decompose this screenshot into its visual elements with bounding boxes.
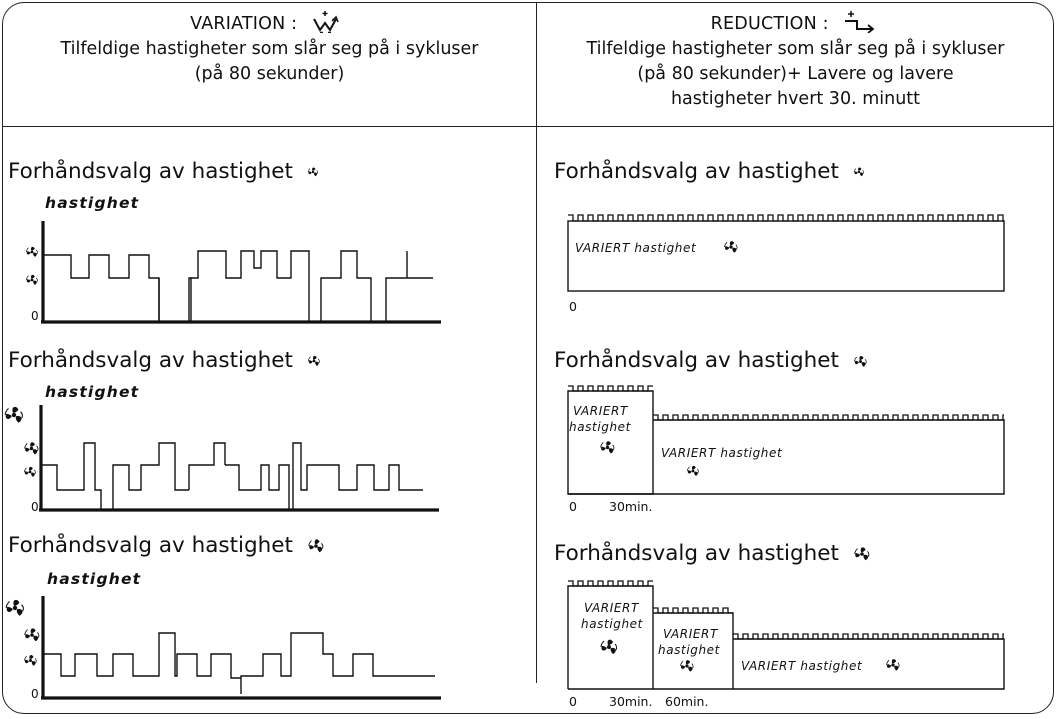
cycle-comb <box>653 607 733 614</box>
fan-icon <box>687 465 699 477</box>
variation-chart-high <box>41 596 441 700</box>
fan-icon <box>724 240 738 254</box>
fan-icon <box>24 441 39 455</box>
reduction-desc-line3: hastigheter hvert 30. minutt <box>670 89 921 109</box>
tick-60-r3: 60min. <box>665 694 708 709</box>
reduction-chart-low <box>567 214 1005 292</box>
reduction-title-low: Forhåndsvalg av hastighet <box>554 159 865 184</box>
varied-word-1: VARIERT <box>663 627 718 641</box>
reduction-mode-label: REDUCTION : <box>710 14 829 34</box>
zero-label-2: 0 <box>31 500 39 514</box>
cycle-comb <box>733 633 1004 640</box>
fan-icon <box>24 466 36 478</box>
fan-icon <box>24 654 37 667</box>
tick-30-value: 30 <box>609 694 625 709</box>
ylabel-hastighet-1: hastighet <box>45 194 140 212</box>
varied-speed-label-2: VARIERT hastighet <box>661 446 783 460</box>
section-title-text: Forhåndsvalg av hastighet <box>8 159 293 184</box>
reduction-chart-high <box>567 580 1005 690</box>
varied-word-2: hastighet <box>658 643 720 657</box>
ylabel-hastighet-3: hastighet <box>47 570 142 588</box>
fan-icon <box>854 355 867 367</box>
fan-icon <box>26 274 38 286</box>
reduction-title-high: Forhåndsvalg av hastighet <box>554 541 871 566</box>
cycle-comb <box>568 580 653 587</box>
fan-icon <box>5 599 24 617</box>
varied-speed-label-3: VARIERT hastighet <box>741 659 863 673</box>
tick-30-value: 30 <box>609 499 625 514</box>
fan-icon <box>24 627 40 642</box>
reduction-desc-line1: Tilfeldige hastigheter som slår seg på i… <box>586 39 1005 59</box>
header-variation: VARIATION : Tilfeldige hastigheter som s… <box>3 11 536 87</box>
section-title-text: Forhåndsvalg av hastighet <box>8 533 293 558</box>
section-title-low: Forhåndsvalg av hastighet <box>8 159 319 184</box>
column-divider <box>536 3 537 683</box>
section-title-text: Forhåndsvalg av hastighet <box>8 348 293 373</box>
section-title-high: Forhåndsvalg av hastighet <box>8 533 325 558</box>
fan-icon <box>308 538 324 553</box>
fan-icon <box>854 546 870 561</box>
fan-icon <box>853 167 864 177</box>
ylabel-hastighet-2: hastighet <box>45 383 140 401</box>
fan-icon <box>680 659 694 672</box>
cycle-comb <box>653 414 1004 421</box>
section-title-text: Forhåndsvalg av hastighet <box>554 541 839 566</box>
reduction-desc-line2: (på 80 sekunder)+ Lavere og lavere <box>637 64 954 84</box>
fan-icon <box>26 246 38 258</box>
varied-speed-label-1: VARIERT hastighet <box>575 241 697 255</box>
reduction-chart-medium <box>567 385 1005 495</box>
zero-label-1: 0 <box>31 309 39 323</box>
variation-arrows-icon <box>312 11 339 33</box>
varied-word-2: hastighet <box>581 617 643 631</box>
header-divider <box>3 126 1053 127</box>
zero-label-r1: 0 <box>569 299 577 314</box>
tick-30-r3: 30min. <box>609 694 652 709</box>
varied-word-1: VARIERT <box>573 404 628 418</box>
tick-30-r2: 30min. <box>609 499 652 514</box>
variation-mode-label: VARIATION : <box>190 14 298 34</box>
zero-label-r3: 0 <box>569 694 577 709</box>
cycle-comb <box>568 385 653 392</box>
variation-chart-medium <box>39 405 439 512</box>
cycle-comb <box>568 214 1004 222</box>
varied-word-2: hastighet <box>569 420 631 434</box>
fan-icon <box>886 658 900 671</box>
variation-desc-line2: (på 80 sekunder) <box>194 64 345 84</box>
zero-label-r2: 0 <box>569 499 577 514</box>
tick-unit: min. <box>624 694 653 709</box>
varied-word-1: VARIERT <box>584 601 639 615</box>
fan-icon <box>4 406 23 424</box>
fan-icon <box>307 167 318 177</box>
fan-icon <box>600 440 615 454</box>
tick-unit: min. <box>624 499 653 514</box>
fan-icon <box>307 355 320 367</box>
variation-desc-line1: Tilfeldige hastigheter som slår seg på i… <box>60 39 479 59</box>
tick-60-value: 60 <box>665 694 681 709</box>
section-title-medium: Forhåndsvalg av hastighet <box>8 348 321 373</box>
zero-label-3: 0 <box>31 687 39 701</box>
header-reduction: REDUCTION : Tilfeldige hastigheter som s… <box>536 11 1053 112</box>
tick-unit: min. <box>680 694 709 709</box>
fan-icon <box>600 639 618 655</box>
variation-chart-low <box>41 221 441 324</box>
reduction-title-medium: Forhåndsvalg av hastighet <box>554 348 868 373</box>
reduction-arrow-icon <box>845 11 875 33</box>
section-title-text: Forhåndsvalg av hastighet <box>554 159 839 184</box>
section-title-text: Forhåndsvalg av hastighet <box>554 348 839 373</box>
